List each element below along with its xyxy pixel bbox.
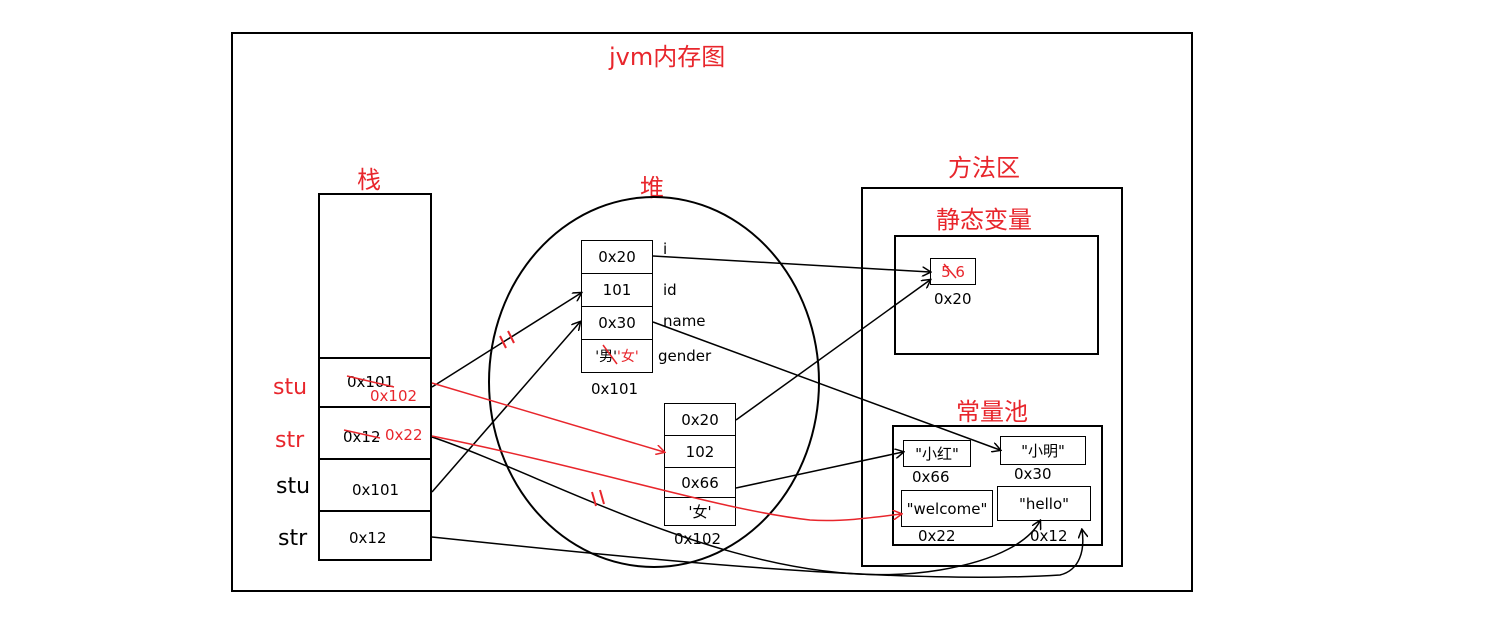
arrow-stu-to-object1 [431,293,581,388]
object1-field-name: gender [658,347,712,365]
constant-pool-address: 0x22 [918,527,956,545]
strike-mark [346,375,395,388]
cut-mark [499,335,507,349]
stack-value-new: 0x22 [385,426,423,444]
arrow-str-to-welcome [431,435,901,522]
arrow-stu-to-object2 [431,382,664,452]
arrow-str-to-hello [431,436,1040,576]
arrow-stu2-to-object1 [431,322,580,493]
object2-address: 0x102 [674,530,722,548]
arrow-name-to-xiaoming [652,321,1000,450]
stack-value: 0x101 [352,481,400,499]
constant-pool-string: "welcome" [901,490,993,527]
object2-field: 102 [664,435,736,468]
object1-field-value: 101 [581,273,653,307]
arrow-obj2-i-to-static [735,280,930,421]
stack-var-name: stu [276,474,311,499]
stack-var-name: stu [273,375,308,400]
diagram-frame [231,32,1193,592]
object2-field: '女' [664,497,736,526]
cut-mark [591,491,597,507]
arrow-str2-to-hello [431,530,1083,579]
object1-field-name: id [663,281,677,299]
stack-region [318,193,432,561]
arrow-i-to-static [652,255,930,272]
stack-divider [318,458,432,460]
constant-pool-region [892,425,1103,546]
static-var-new: 6 [955,262,965,281]
constant-pool-address: 0x12 [1030,527,1068,545]
strike-mark [943,263,957,279]
constant-pool-address: 0x30 [1014,465,1052,483]
cut-mark [507,330,515,344]
stack-value-new: 0x102 [370,387,418,405]
constant-pool-label: 常量池 [956,398,1028,426]
stack-var-name: str [278,526,308,551]
diagram-title: jvm内存图 [609,43,726,71]
heap-region [488,196,820,568]
stack-divider [318,406,432,408]
constant-pool-address: 0x66 [912,468,950,486]
gender-value-old: '男' [595,349,617,365]
static-vars-label: 静态变量 [936,206,1032,234]
static-vars-region [894,235,1099,355]
gender-value-new: '女' [617,349,639,365]
stack-var-name: str [275,428,305,453]
stack-value: 0x12 [349,529,387,547]
object1-field-name: name [663,312,706,330]
stack-label: 栈 [357,166,381,194]
object1-address: 0x101 [591,380,639,398]
stack-divider [318,510,432,512]
object2-field: 0x20 [664,403,736,436]
stack-divider [318,357,432,359]
arrow-obj2-name-to-xiaohong [735,452,903,489]
cut-mark [599,489,605,505]
strike-mark [343,429,381,439]
method-area-region [861,187,1123,567]
constant-pool-string: "小红" [903,440,971,467]
static-var-old: 5 [941,262,951,281]
strike-mark [602,344,618,365]
object1-field-name: i [663,240,668,258]
object1-gender-cell: '男''女' [581,339,653,373]
method-area-label: 方法区 [948,154,1020,182]
object1-field-value: 0x20 [581,240,653,274]
constant-pool-string: "hello" [997,486,1091,521]
static-var-address: 0x20 [934,290,972,308]
